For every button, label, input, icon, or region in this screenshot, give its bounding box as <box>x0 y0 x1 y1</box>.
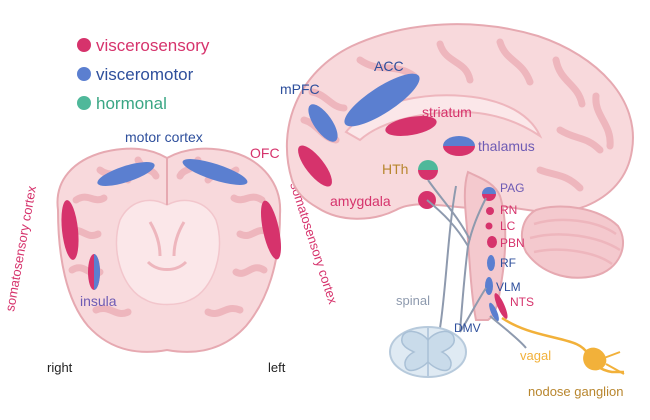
left-label: left <box>268 360 286 375</box>
spinal-cord-section <box>389 326 467 378</box>
motor-cortex-right-marker <box>97 162 155 186</box>
acc-label: ACC <box>374 58 404 74</box>
pag-marker <box>482 187 496 201</box>
nts-label: NTS <box>510 295 534 309</box>
ganglion-fibers <box>603 351 625 375</box>
vlm-label: VLM <box>496 280 521 294</box>
motor-cortex-left-marker <box>182 159 248 185</box>
legend-label-viscerosensory: viscerosensory <box>96 36 210 55</box>
insula-motor-marker <box>94 254 100 290</box>
rf-label: RF <box>500 256 516 270</box>
ofc-marker <box>298 145 332 187</box>
insula-label: insula <box>80 293 117 309</box>
mpfc-marker <box>308 104 338 142</box>
coronal-section: motor cortex somatosensory cortex somato… <box>2 129 341 375</box>
dmv-label: DMV <box>454 321 481 335</box>
thalamus-label: thalamus <box>478 138 535 154</box>
spinal-label: spinal <box>396 293 430 308</box>
thalamus-marker <box>443 136 475 156</box>
striatum-marker <box>385 116 437 136</box>
amygdala-label: amygdala <box>330 193 391 209</box>
right-label: right <box>47 360 73 375</box>
vagal-nerve <box>501 316 624 374</box>
pag-label: PAG <box>500 181 524 195</box>
ofc-label: OFC <box>250 145 280 161</box>
legend-label-hormonal: hormonal <box>96 94 167 113</box>
rn-label: RN <box>500 203 517 217</box>
legend-swatch-viscerosensory <box>77 38 91 52</box>
hth-marker <box>418 160 438 180</box>
sagittal-section: ACC mPFC OFC striatum thalamus HTh amygd… <box>250 23 634 399</box>
striatum-label: striatum <box>422 104 472 120</box>
acc-marker <box>344 73 420 127</box>
legend: viscerosensory visceromotor hormonal <box>77 36 210 113</box>
dmv-marker <box>489 302 499 322</box>
pbn-label: PBN <box>500 236 525 250</box>
coronal-white-matter <box>115 199 221 306</box>
motor-cortex-label: motor cortex <box>125 129 203 145</box>
cerebellum-folia <box>529 218 621 266</box>
rf-marker <box>487 255 495 271</box>
coronal-ventricles <box>146 221 188 271</box>
nodose-ganglion-icon <box>583 347 607 371</box>
somatosensory-right-marker <box>61 200 79 260</box>
cerebellum <box>520 205 624 279</box>
lc-marker <box>485 222 493 230</box>
legend-swatch-visceromotor <box>77 67 91 81</box>
legend-label-visceromotor: visceromotor <box>96 65 194 84</box>
pbn-marker <box>487 236 497 248</box>
vagal-label: vagal <box>520 348 551 363</box>
legend-swatch-hormonal <box>77 96 91 110</box>
somatosensory-left-marker <box>260 200 282 260</box>
hth-label: HTh <box>382 161 408 177</box>
nts-marker <box>494 293 508 319</box>
descending-pathways <box>426 179 527 349</box>
somatosensory-right-label: somatosensory cortex <box>2 184 39 312</box>
vlm-marker <box>485 277 493 295</box>
rn-marker <box>486 207 494 215</box>
nodose-ganglion-label: nodose ganglion <box>528 384 623 399</box>
mpfc-label: mPFC <box>280 81 320 97</box>
lc-label: LC <box>500 219 516 233</box>
